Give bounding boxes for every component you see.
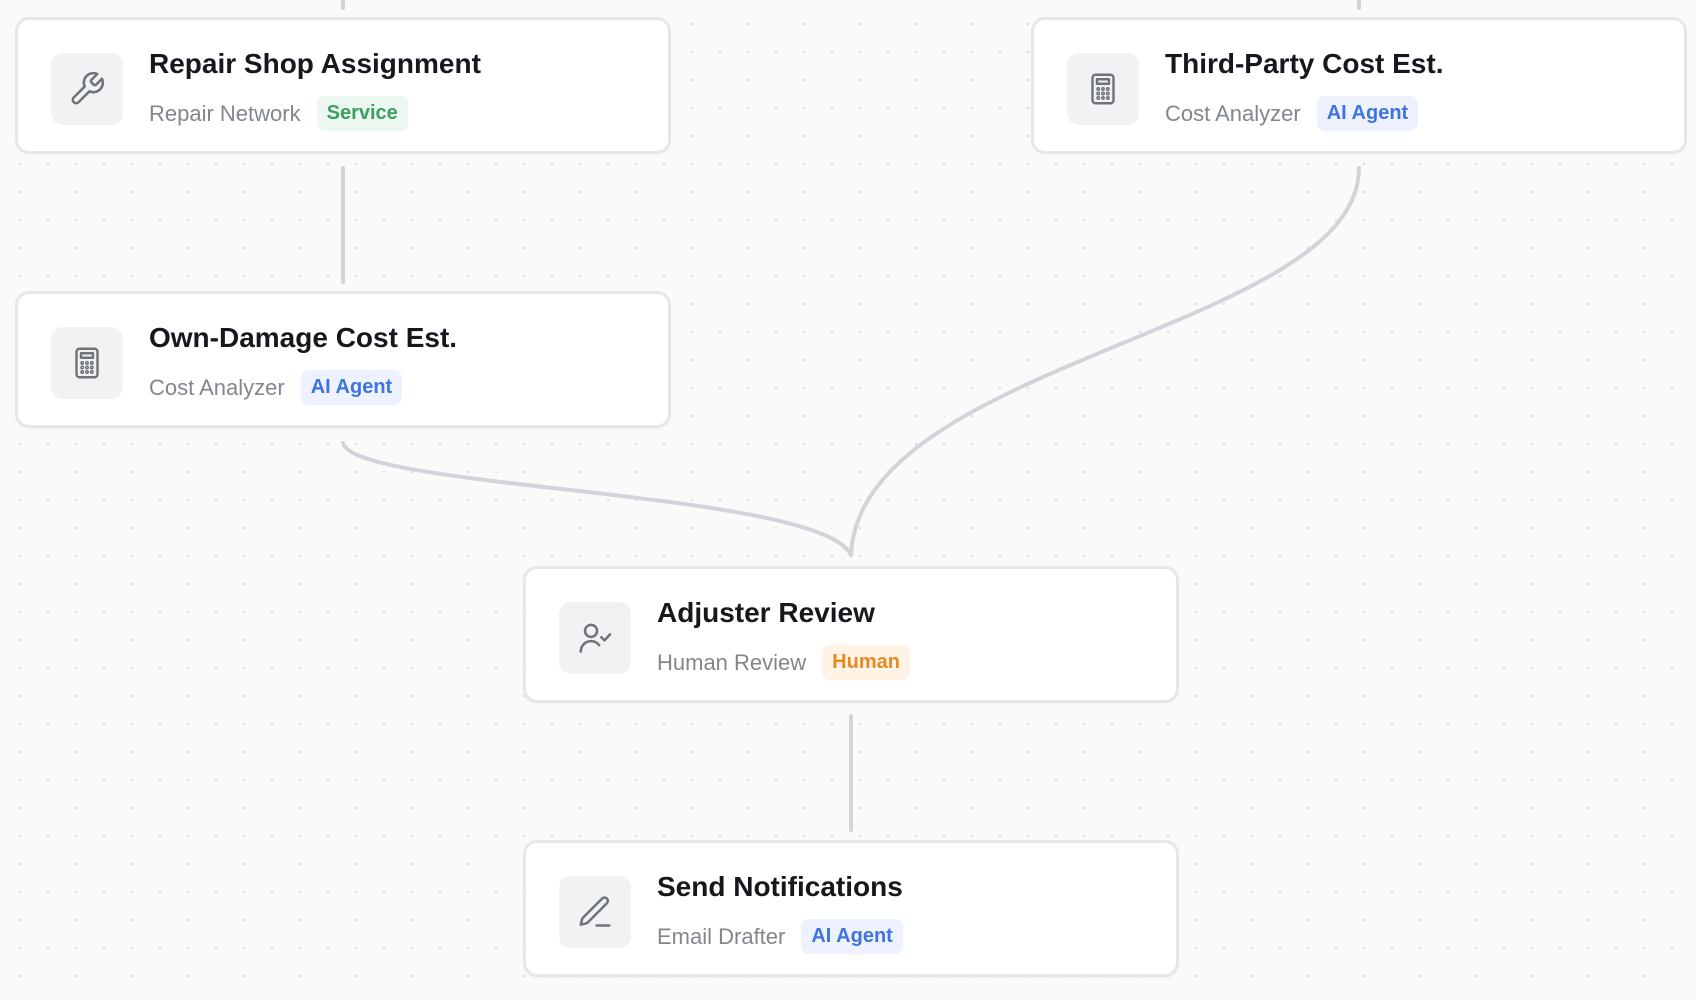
node-title: Own-Damage Cost Est. bbox=[149, 322, 458, 353]
node-icon-box bbox=[1067, 53, 1139, 125]
node-meta: Human Review Human bbox=[657, 645, 910, 680]
node-subtitle: Cost Analyzer bbox=[149, 374, 285, 400]
node-type-badge: AI Agent bbox=[300, 370, 403, 405]
node-subtitle: Cost Analyzer bbox=[1165, 100, 1301, 126]
node-meta: Email Drafter AI Agent bbox=[657, 919, 903, 954]
edge-third-party-to-adjuster bbox=[849, 166, 1361, 557]
node-own-damage-cost-est[interactable]: Own-Damage Cost Est. Cost Analyzer AI Ag… bbox=[15, 291, 671, 428]
node-adjuster-review[interactable]: Adjuster Review Human Review Human bbox=[523, 566, 1179, 703]
node-repair-shop-assignment[interactable]: Repair Shop Assignment Repair Network Se… bbox=[15, 17, 671, 154]
node-title: Adjuster Review bbox=[657, 597, 875, 628]
pen-icon bbox=[579, 896, 611, 927]
node-icon-box bbox=[559, 602, 631, 674]
node-type-badge: Human bbox=[822, 645, 910, 680]
node-subtitle: Human Review bbox=[657, 649, 807, 675]
node-meta: Cost Analyzer AI Agent bbox=[1165, 96, 1419, 131]
node-subtitle: Repair Network bbox=[149, 100, 301, 126]
node-icon-box bbox=[51, 327, 123, 399]
node-title: Send Notifications bbox=[657, 871, 903, 902]
node-third-party-cost-est[interactable]: Third-Party Cost Est. Cost Analyzer AI A… bbox=[1031, 17, 1687, 154]
wrench-icon bbox=[71, 71, 105, 105]
node-type-badge: AI Agent bbox=[1316, 96, 1419, 131]
node-meta: Repair Network Service bbox=[149, 96, 408, 131]
edge-own-damage-to-adjuster bbox=[341, 441, 853, 557]
node-icon-box bbox=[51, 53, 123, 125]
user-check-icon bbox=[579, 623, 612, 653]
node-type-badge: AI Agent bbox=[801, 919, 903, 954]
node-type-badge: Service bbox=[316, 96, 408, 131]
node-title: Repair Shop Assignment bbox=[149, 48, 481, 79]
node-title: Third-Party Cost Est. bbox=[1165, 48, 1444, 79]
calculator-icon bbox=[1091, 73, 1115, 105]
calculator-icon bbox=[75, 347, 99, 379]
node-subtitle: Email Drafter bbox=[657, 923, 786, 949]
node-send-notifications[interactable]: Send Notifications Email Drafter AI Agen… bbox=[523, 840, 1179, 977]
node-icon-box bbox=[559, 876, 631, 948]
node-meta: Cost Analyzer AI Agent bbox=[149, 370, 403, 405]
